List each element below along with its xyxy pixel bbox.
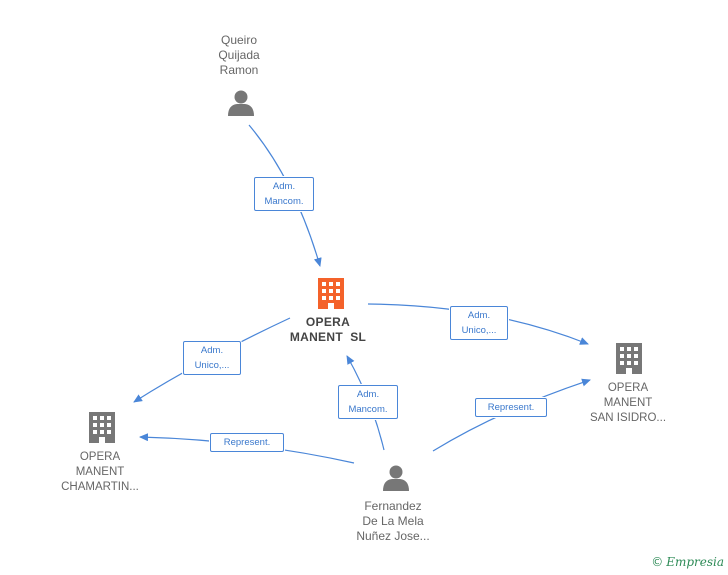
node-san-isidro-line-1: OPERA [607,382,649,394]
edge-label-fernandez-opera-line-2: Mancom. [348,404,388,415]
edge-label-fernandez-opera[interactable]: Adm. Mancom. [338,385,398,419]
node-san-isidro-line-2: MANENT [603,397,653,409]
node-san-isidro-line-3: SAN ISIDRO... [589,412,667,424]
node-fernandez-line-1: Fernandez [364,499,422,513]
edge-label-opera-chamartin[interactable]: Adm. Unico,... [183,341,241,375]
edge-label-fernandez-san-isidro[interactable]: Represent. [475,398,547,417]
edge-label-fernandez-chamartin[interactable]: Represent. [210,433,284,452]
node-opera-sl-label[interactable]: OPERA MANENT SL [273,315,383,345]
node-chamartin-label[interactable]: OPERA MANENT CHAMARTIN... [50,450,150,495]
node-fernandez-line-2: De La Mela [362,514,424,528]
node-queiro-line-1: Queiro [220,33,258,47]
edge-label-fernandez-opera-line-1: Adm. [356,389,380,400]
person-icon[interactable] [381,463,411,493]
node-queiro-line-2: Quijada [218,48,260,62]
edge-label-opera-chamartin-line-1: Adm. [200,345,224,356]
empresia-logo: ©Empresia [651,555,724,569]
node-fernandez-line-3: Nuñez Jose... [356,529,430,543]
edge-label-fernandez-chamartin-line-1: Represent. [223,437,271,448]
edge-label-fernandez-san-isidro-line-1: Represent. [487,402,535,413]
edge-label-queiro-opera-line-2: Mancom. [264,196,304,207]
node-chamartin-line-2: MANENT [75,466,125,478]
node-chamartin-line-3: CHAMARTIN... [61,481,139,493]
edge-label-opera-chamartin-line-2: Unico,... [194,360,230,371]
edge-label-opera-san-isidro[interactable]: Adm. Unico,... [450,306,508,340]
node-opera-sl-line-2: MANENT SL [289,330,367,344]
copyright-symbol: © [651,555,664,569]
node-queiro-line-3: Ramon [219,63,259,77]
person-icon[interactable] [226,88,256,118]
edge-label-opera-san-isidro-line-1: Adm. [467,310,491,321]
edge-label-opera-san-isidro-line-2: Unico,... [461,325,497,336]
node-queiro-label[interactable]: Queiro Quijada Ramon [199,33,279,78]
edge-label-queiro-opera[interactable]: Adm. Mancom. [254,177,314,211]
edge-label-queiro-opera-line-1: Adm. [272,181,296,192]
building-icon[interactable] [87,410,117,444]
node-san-isidro-label[interactable]: OPERA MANENT SAN ISIDRO... [578,381,678,426]
node-chamartin-line-1: OPERA [79,451,121,463]
node-fernandez-label[interactable]: Fernandez De La Mela Nuñez Jose... [343,499,443,544]
building-icon[interactable] [316,276,346,310]
building-icon[interactable] [614,341,644,375]
node-opera-sl-line-1: OPERA [305,315,351,329]
brand-name: Empresia [666,555,724,569]
